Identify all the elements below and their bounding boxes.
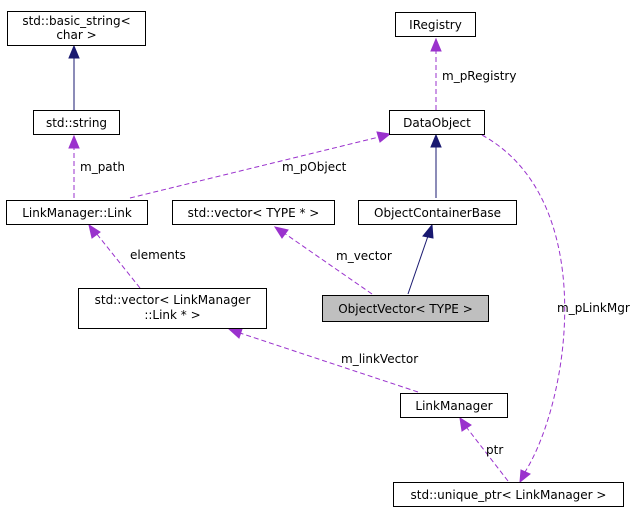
edge-vector-link-to-link: elements <box>88 223 186 289</box>
node-label-line: std::vector< LinkManager <box>95 293 251 307</box>
node-label-line: char > <box>56 28 96 42</box>
edge-unique-ptr-to-linkmanager: ptr <box>459 416 509 482</box>
node-unique-ptr[interactable]: std::unique_ptr< LinkManager > <box>393 482 624 507</box>
edge-label-m-vector: m_vector <box>336 249 392 263</box>
node-vector-type[interactable]: std::vector< TYPE * > <box>172 200 335 225</box>
edge-link-to-string: m_path <box>68 134 125 198</box>
edge-ocb-to-dataobject <box>430 133 442 198</box>
edge-label-m-linkvector: m_linkVector <box>341 352 418 366</box>
edge-label-elements: elements <box>130 248 186 262</box>
edge-linkmanager-to-vector-link: m_linkVector <box>227 328 418 393</box>
edge-dataobject-to-iregistry: m_pRegistry <box>430 37 516 110</box>
edge-label-m-plinkmgr: m_pLinkMgr <box>557 301 630 315</box>
node-linkmanager-link[interactable]: LinkManager::Link <box>6 200 148 225</box>
edge-label-m-pregistry: m_pRegistry <box>442 69 516 83</box>
node-label-line: LinkManager::Link <box>22 206 132 220</box>
node-iregistry[interactable]: IRegistry <box>395 12 476 37</box>
node-object-container-base[interactable]: ObjectContainerBase <box>358 200 517 225</box>
edge-label-ptr: ptr <box>486 443 503 457</box>
node-label-line: std::vector< TYPE * > <box>188 206 320 220</box>
node-label-line: std::string <box>46 116 107 130</box>
node-string[interactable]: std::string <box>33 110 120 135</box>
edge-objectvector-to-ocb <box>407 223 434 295</box>
node-linkmanager[interactable]: LinkManager <box>400 393 508 418</box>
node-label-line: IRegistry <box>409 18 462 32</box>
node-vector-link[interactable]: std::vector< LinkManager ::Link * > <box>78 288 267 329</box>
node-basic-string[interactable]: std::basic_string< char > <box>7 11 146 46</box>
node-label-line: ObjectVector< TYPE > <box>338 302 473 316</box>
edge-unique-ptr-to-dataobject: m_pLinkMgr <box>481 134 630 484</box>
edge-label-m-path: m_path <box>80 160 125 174</box>
edge-objectvector-to-vector-type: m_vector <box>273 226 392 295</box>
node-object-vector[interactable]: ObjectVector< TYPE > <box>322 295 489 322</box>
node-label-line: ::Link * > <box>144 308 200 322</box>
edge-label-m-pobject: m_pObject <box>282 160 347 174</box>
node-label-line: LinkManager <box>415 399 492 413</box>
node-label-line: DataObject <box>403 116 471 130</box>
node-label-line: ObjectContainerBase <box>374 206 501 220</box>
node-label-line: std::unique_ptr< LinkManager > <box>411 488 607 502</box>
edge-string-to-basic-string <box>68 44 80 110</box>
node-label-line: std::basic_string< <box>22 14 130 28</box>
edge-link-to-dataobject: m_pObject <box>129 131 392 199</box>
node-dataobject[interactable]: DataObject <box>389 110 485 135</box>
